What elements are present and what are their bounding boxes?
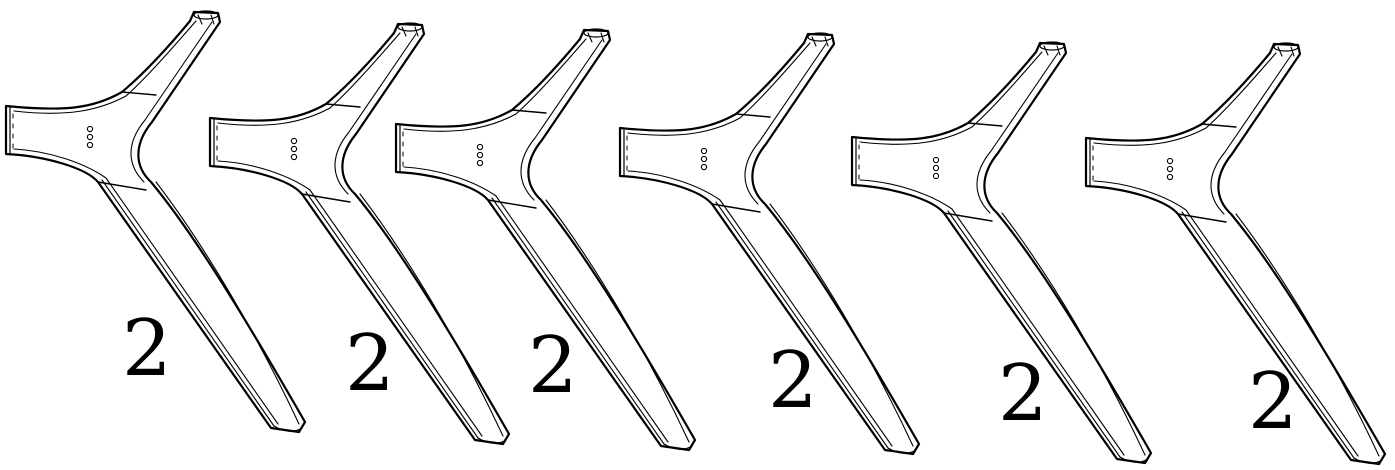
part-number-label: 2 [122, 304, 172, 394]
part-number-label: 2 [998, 349, 1048, 439]
stand-leg [1084, 41, 1387, 466]
part-number-label: 2 [768, 336, 818, 426]
part-number-label: 2 [528, 321, 578, 411]
part-number-label: 2 [345, 319, 395, 409]
part-number-label: 2 [1248, 357, 1298, 447]
